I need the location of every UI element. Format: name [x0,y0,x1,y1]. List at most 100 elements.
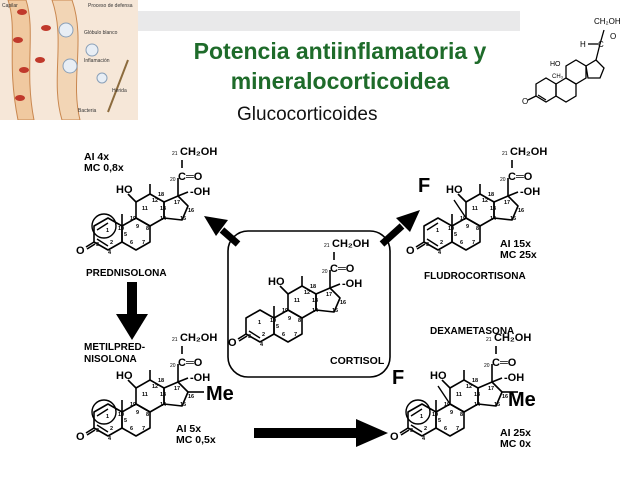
arrow-metilprednisolona-to-dexametasona [254,419,388,447]
ring-number-2: 2 [424,426,427,432]
carbon-21-number: 21 [502,151,508,157]
ring-number-11: 11 [472,206,478,212]
ring-number-2: 2 [440,240,443,246]
ring-number-10: 10 [432,412,438,418]
ring-number-15: 15 [180,402,186,408]
carbonyl-20: C═O [492,357,517,369]
top-structure: CH₂OH C O H HO CH₃ O [522,17,621,106]
ring-number-3: 3 [426,242,429,248]
carbon-20-number: 20 [500,177,506,183]
ring-number-14: 14 [312,308,319,314]
ring-number-15: 15 [332,308,338,314]
ring-number-10: 10 [448,226,454,232]
top-c: C [598,40,604,49]
fludrocortisona-ai: AI 15x [500,238,531,250]
slide-title: Potencia antiinflamatoria y mineralocort… [140,36,540,96]
arrow-cortisol-to-fludrocortisona [379,210,420,247]
carbonyl-20: C═O [178,357,203,369]
carbon-21-number: 21 [172,337,178,343]
ring-number-12: 12 [152,384,158,390]
ring-number-6: 6 [444,426,447,432]
arrow-cortisol-to-prednisolona [204,216,241,247]
ketone-oxygen: O [76,431,85,443]
ketone-oxygen: O [390,431,399,443]
ch2oh-21: CH₂OH [510,146,547,158]
ring-number-16: 16 [188,394,194,400]
fludrocortisona-name: FLUDROCORTISONA [424,271,526,282]
ring-number-13: 13 [160,392,166,398]
ring-number-3: 3 [96,428,99,434]
oh-17: -OH [520,186,540,198]
ch2oh-21: CH₂OH [494,332,531,344]
ketone-oxygen: O [76,245,85,257]
ring-number-13: 13 [490,206,496,212]
cortisol-name: CORTISOL [330,355,385,367]
title-line-2: mineralocorticoidea [230,68,450,94]
oh-17: -OH [190,372,210,384]
ring-number-8: 8 [460,412,463,418]
ring-number-18: 18 [472,378,478,384]
prednisolona-name: PREDNISOLONA [86,268,167,279]
ho-11: HO [430,370,447,382]
ring-number-12: 12 [152,198,158,204]
cortisol-box [227,230,391,378]
ring-number-18: 18 [488,192,494,198]
ring-number-5: 5 [124,232,127,238]
ring-number-7: 7 [294,332,297,338]
carbonyl-20: C═O [508,171,533,183]
ring-number-10: 10 [270,318,276,324]
ring-number-3: 3 [410,428,413,434]
metilprednisolona-ai: AI 5x [176,423,201,435]
ring-number-5: 5 [438,418,441,424]
ring-number-13: 13 [312,298,318,304]
oh-17: -OH [342,278,362,290]
ring-number-9: 9 [136,224,139,230]
ring-number-14: 14 [490,216,497,222]
ring-number-9: 9 [288,316,291,322]
ring-number-7: 7 [142,426,145,432]
ring-number-9: 9 [450,410,453,416]
ring-number-7: 7 [456,426,459,432]
ring-number-19: 19 [444,402,450,408]
prednisolona-ai: AI 4x [84,151,109,163]
label-defensa: Proceso de defensa [88,3,133,9]
ring-number-19: 19 [130,402,136,408]
ring-number-4: 4 [438,250,442,256]
ring-number-19: 19 [130,216,136,222]
ring-number-8: 8 [146,226,149,232]
ring-number-17: 17 [174,386,180,392]
ch2oh-21: CH₂OH [180,332,217,344]
carbon-20-number: 20 [170,363,176,369]
ring-number-2: 2 [262,332,265,338]
ring-number-15: 15 [180,216,186,222]
dexametasona-ai: AI 25x [500,427,531,439]
fluorine-9: F [418,175,430,197]
ring-number-8: 8 [298,318,301,324]
highlight-circle [405,399,431,425]
carbonyl-20: C═O [330,263,355,275]
ring-number-4: 4 [260,342,264,348]
ring-number-17: 17 [488,386,494,392]
ring-number-11: 11 [294,298,300,304]
fludrocortisona-mc: MC 25x [500,249,537,261]
ring-number-1: 1 [106,228,109,234]
dexametasona-mc: MC 0x [500,438,531,450]
ring-number-1: 1 [106,414,109,420]
ho-11: HO [446,184,463,196]
ring-number-13: 13 [160,206,166,212]
ring-number-1: 1 [258,320,261,326]
ring-number-3: 3 [248,334,251,340]
ring-number-10: 10 [118,412,124,418]
label-inflamacion: Inflamación [84,58,110,64]
ring-number-9: 9 [136,410,139,416]
ring-number-12: 12 [304,290,310,296]
ring-number-5: 5 [454,232,457,238]
carbon-21-number: 21 [486,337,492,343]
ring-number-16: 16 [340,300,346,306]
top-o: O [610,32,616,41]
prednisolona-mc: MC 0,8x [84,162,124,174]
ring-number-8: 8 [146,412,149,418]
